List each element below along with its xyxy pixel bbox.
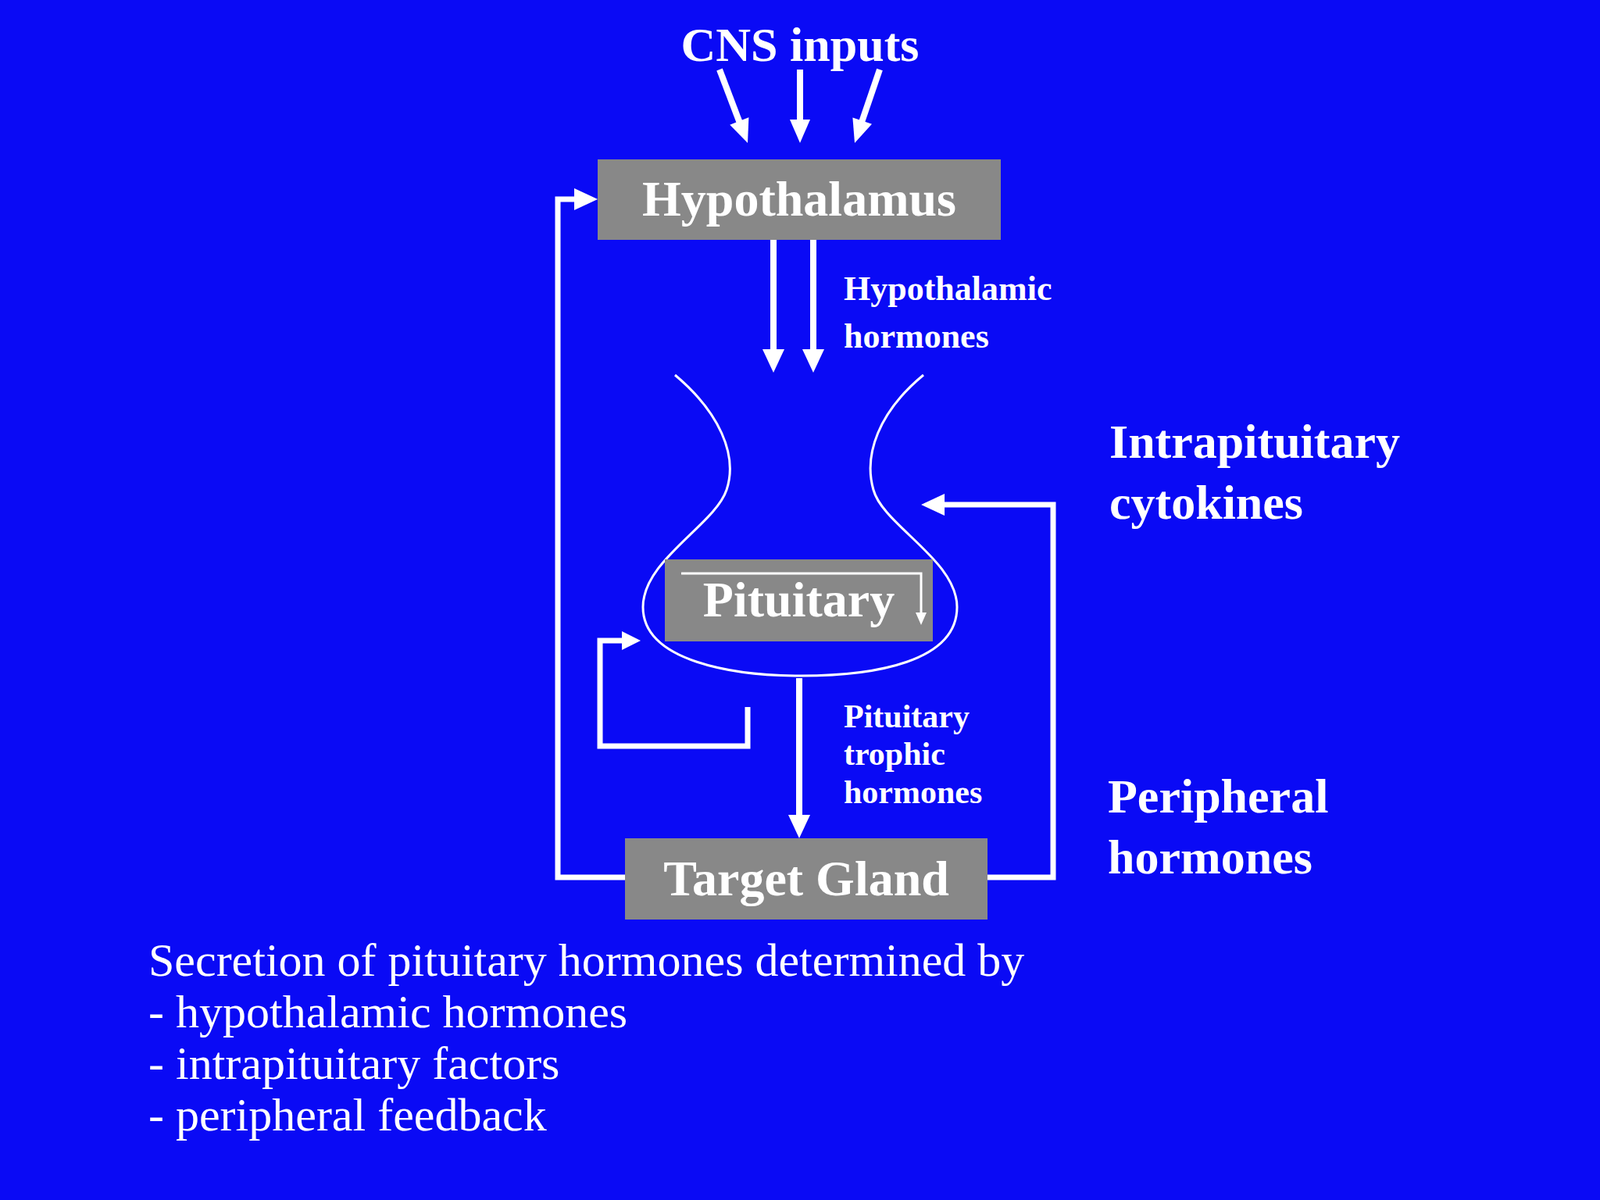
text-label: CNS inputs <box>487 15 1113 74</box>
text-label: - hypothalamic hormones <box>148 985 1477 1038</box>
input-arrow <box>719 69 743 132</box>
node-text: Pituitary <box>703 572 895 628</box>
edge-label: Hypothalamic hormones <box>843 265 1102 361</box>
text-label: Peripheral hormones <box>1107 765 1452 888</box>
connector <box>557 188 625 878</box>
arrow-head <box>729 117 749 143</box>
pituitary-box: Pituitary <box>664 559 933 642</box>
arrow-head <box>574 188 598 211</box>
text-label: - peripheral feedback <box>148 1089 1477 1141</box>
input-arrow <box>796 69 804 129</box>
process-box: Target Gland <box>625 838 988 920</box>
connector-line <box>810 239 817 359</box>
input-arrow <box>858 69 880 132</box>
connector <box>921 493 1054 878</box>
gland-outline-path <box>642 375 958 676</box>
arrow-head <box>762 349 785 373</box>
arrow-head <box>802 349 825 373</box>
connector-line <box>796 678 803 825</box>
arrow-head <box>921 493 945 516</box>
arrow-head <box>788 814 811 839</box>
cns-input-arrows <box>719 69 880 143</box>
loop-line <box>600 640 748 747</box>
arrow-head <box>789 119 811 143</box>
arrow-head <box>852 117 872 143</box>
connector <box>788 678 811 839</box>
connector <box>762 239 825 373</box>
connector-line <box>557 199 625 878</box>
arrow-head <box>621 631 641 650</box>
short-loop-arrow <box>600 631 748 747</box>
connector-line <box>770 239 777 359</box>
edge-label: Pituitary trophic hormones <box>843 697 1024 811</box>
pituitary-gland: Pituitary <box>640 372 960 679</box>
node-text: Target Gland <box>663 851 950 907</box>
text-label: Intrapituitary cytokines <box>1109 410 1454 533</box>
process-box: Hypothalamus <box>597 159 1001 240</box>
node-text: Hypothalamus <box>642 171 957 227</box>
connector-line <box>935 504 1054 878</box>
text-label: Secretion of pituitary hormones determin… <box>148 934 1477 986</box>
text-label: - intrapituitary factors <box>148 1037 1477 1090</box>
